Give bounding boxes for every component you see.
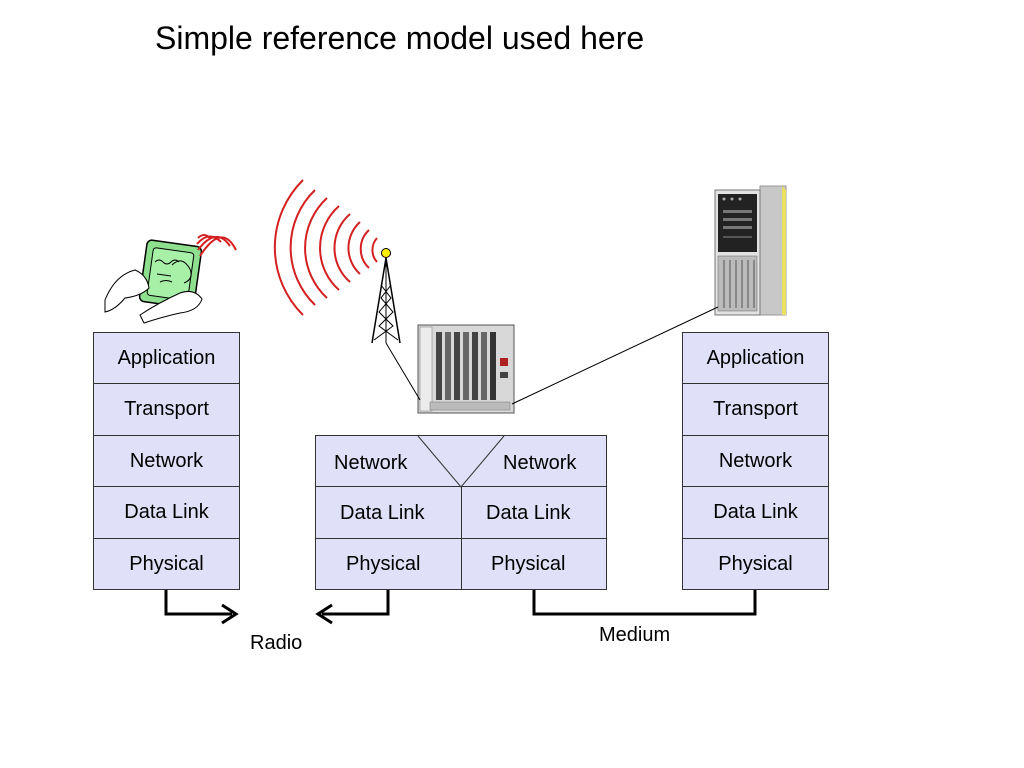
right-physical-layer: Physical [682, 538, 829, 590]
tablet-device-icon [104, 234, 237, 324]
radio-connector-right [315, 589, 390, 625]
router-right-physical-cell [461, 538, 607, 590]
router-left-physical-label: Physical [346, 553, 421, 575]
right-network-layer: Network [682, 435, 829, 487]
radio-connector-left [164, 589, 239, 625]
right-data-link-layer: Data Link [682, 486, 829, 539]
right-transport-layer: Transport [682, 383, 829, 436]
medium-connector [532, 589, 757, 616]
router-left-physical-cell [315, 538, 462, 590]
router-left-network-label: Network [334, 452, 408, 474]
router-right-network-label: Network [503, 452, 577, 474]
page-title: Simple reference model used here [155, 20, 645, 56]
router-right-data-link-label: Data Link [486, 502, 571, 524]
router-left-data-link-label: Data Link [340, 502, 425, 524]
radio-label: Radio [250, 632, 303, 654]
router-server-link [511, 306, 719, 405]
router-right-physical-label: Physical [491, 553, 566, 575]
left-physical-layer: Physical [93, 538, 240, 590]
right-application-layer: Application [682, 332, 829, 384]
server-tower-icon [714, 185, 787, 316]
radio-tower-icon [273, 179, 401, 344]
left-data-link-layer: Data Link [93, 486, 240, 539]
medium-label: Medium [599, 624, 671, 646]
router-rack-icon [417, 324, 515, 414]
left-network-layer: Network [93, 435, 240, 487]
left-application-layer: Application [93, 332, 240, 384]
tower-router-link [385, 342, 421, 401]
left-transport-layer: Transport [93, 383, 240, 436]
